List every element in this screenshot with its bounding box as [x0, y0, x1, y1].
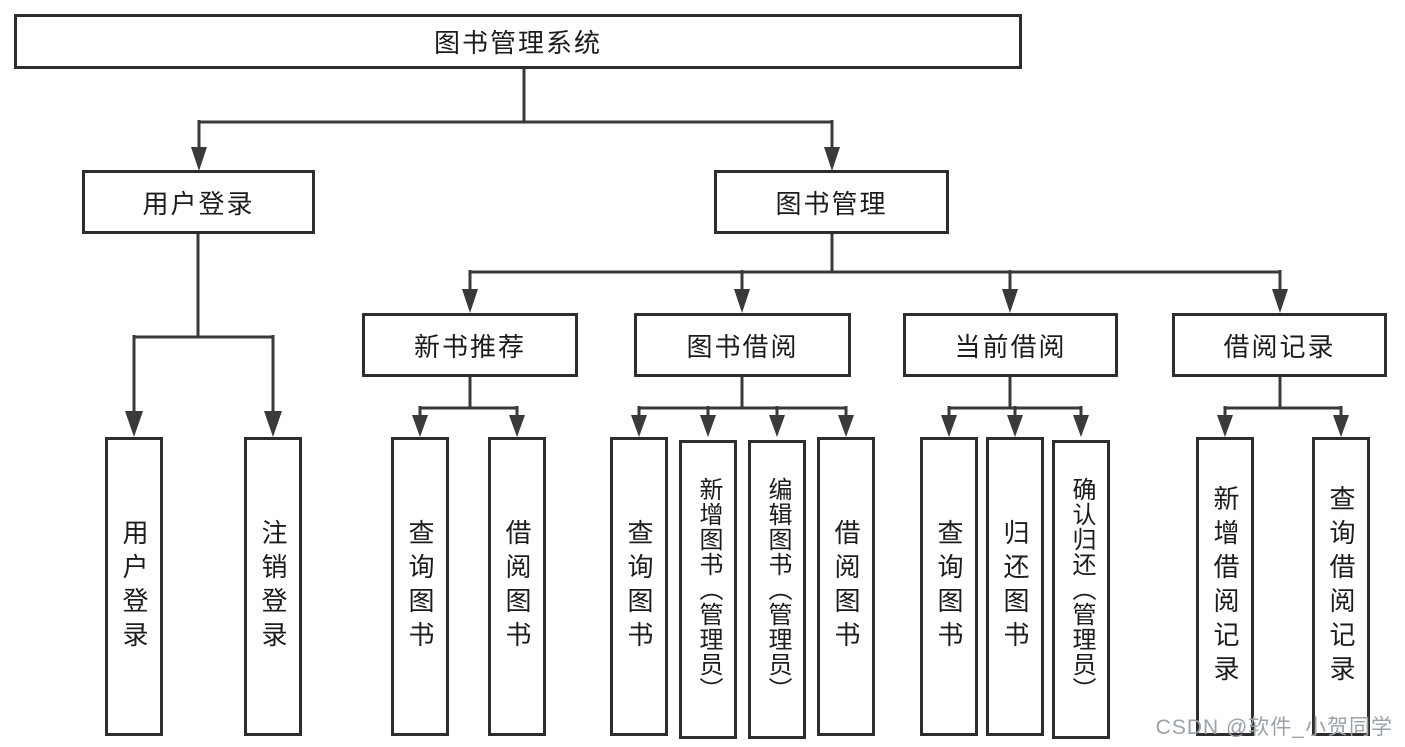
node-label: 用户登录 — [119, 518, 149, 655]
leaf-borrow-books-recommend: 借阅图书 — [488, 437, 546, 736]
leaf-query-borrow-record: 查询借阅记录 — [1312, 437, 1370, 736]
node-label: 查询图书 — [934, 518, 964, 655]
node-library-system: 图书管理系统 — [14, 14, 1022, 69]
leaf-add-borrow-record: 新增借阅记录 — [1196, 437, 1254, 736]
node-book-management: 图书管理 — [714, 170, 949, 234]
node-label: 借阅图书 — [831, 518, 861, 655]
leaf-return-books: 归还图书 — [986, 437, 1044, 736]
node-label: 查询图书 — [624, 518, 654, 655]
node-new-book-recommend: 新书推荐 — [362, 313, 578, 377]
node-label: 新增借阅记录 — [1210, 484, 1240, 689]
node-label: 新增图书（管理员） — [695, 477, 722, 702]
leaf-query-books-current: 查询图书 — [920, 437, 978, 736]
node-label: 图书借阅 — [686, 331, 799, 362]
leaf-user-login: 用户登录 — [105, 437, 163, 736]
node-user-login: 用户登录 — [82, 170, 315, 234]
leaf-confirm-return-admin: 确认归还（管理员） — [1052, 440, 1110, 739]
node-label: 确认归还（管理员） — [1068, 477, 1095, 702]
node-label: 图书管理系统 — [433, 28, 602, 58]
leaf-edit-books-admin: 编辑图书（管理员） — [748, 440, 806, 739]
leaf-add-books-admin: 新增图书（管理员） — [679, 440, 737, 739]
node-label: 编辑图书（管理员） — [764, 477, 791, 702]
node-label: 用户登录 — [142, 188, 255, 219]
node-label: 查询借阅记录 — [1326, 484, 1356, 689]
leaf-query-books-recommend: 查询图书 — [391, 437, 449, 736]
node-label: 借阅图书 — [502, 518, 532, 655]
node-label: 当前借阅 — [954, 331, 1067, 362]
node-label: 新书推荐 — [413, 331, 526, 362]
leaf-logout: 注销登录 — [244, 437, 302, 736]
csdn-watermark: CSDN @软件_小贺同学 — [1155, 716, 1393, 739]
node-borrow-records: 借阅记录 — [1172, 313, 1387, 377]
node-label: 借阅记录 — [1223, 331, 1336, 362]
node-label: 图书管理 — [775, 188, 888, 219]
node-label: 归还图书 — [1000, 518, 1030, 655]
leaf-borrow-books: 借阅图书 — [817, 437, 875, 736]
node-label: 查询图书 — [405, 518, 435, 655]
node-current-borrow: 当前借阅 — [903, 313, 1118, 377]
node-book-borrow: 图书借阅 — [634, 313, 851, 377]
leaf-query-books-borrow: 查询图书 — [610, 437, 668, 736]
node-label: 注销登录 — [258, 518, 288, 655]
